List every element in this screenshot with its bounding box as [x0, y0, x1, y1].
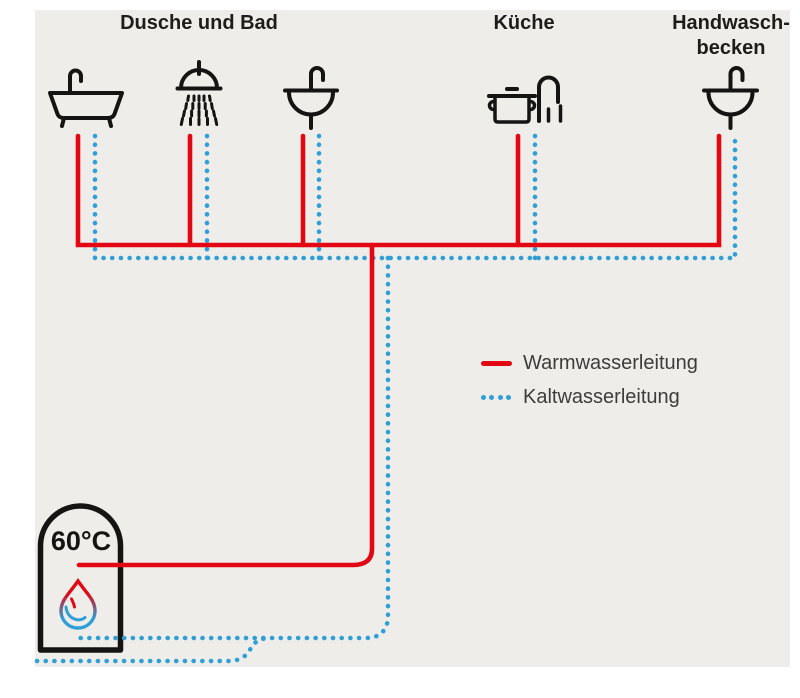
label-dusche-und-bad: Dusche und Bad — [120, 12, 278, 34]
pot-body — [493, 96, 531, 124]
pot-handles — [487, 99, 537, 112]
label-handwaschbecken-line1: Handwasch- — [672, 12, 790, 34]
bathtub-icon — [48, 68, 124, 128]
legend-hot-label: Warmwasserleitung — [523, 351, 698, 374]
shower-spray — [179, 94, 219, 126]
hot-water-pipes — [75, 133, 722, 568]
kitchen-faucet — [537, 75, 560, 123]
hot-line-swatch — [481, 360, 512, 366]
cold-water-pipes — [34, 133, 738, 664]
water-drop-accent-hot — [70, 597, 76, 609]
cold-dot — [497, 394, 503, 400]
cold-dot — [481, 394, 486, 400]
diagram-panel — [35, 10, 790, 667]
washbasin-icon — [283, 66, 339, 130]
bathtub-body — [48, 91, 124, 120]
handbasin-faucet — [728, 66, 745, 91]
cold-supply-line — [34, 635, 275, 664]
cold-dot — [489, 394, 495, 400]
legend-cold-label: Kaltwasserleitung — [523, 385, 680, 408]
boiler-icon — [37, 503, 124, 653]
cold-dot — [506, 394, 512, 400]
handbasin-bowl — [706, 90, 755, 117]
bathtub-legs — [60, 116, 113, 128]
cold-main-drop — [76, 255, 391, 641]
hot-main-drop — [76, 242, 375, 568]
washbasin-bowl — [287, 90, 335, 117]
water-drop-icon — [59, 578, 97, 630]
bathtub-faucet — [68, 68, 83, 94]
label-kueche: Küche — [493, 12, 555, 34]
legend-row-cold: Kaltwasserleitung — [481, 385, 698, 409]
pot-and-faucet-icon — [487, 75, 563, 124]
washbasin-faucet — [309, 66, 325, 91]
legend: Warmwasserleitung Kaltwasserleitung — [481, 351, 698, 419]
kitchen-faucet-drips — [546, 104, 563, 123]
water-drop-accent-cold — [64, 605, 87, 622]
shower-icon — [175, 60, 223, 126]
boiler-outline — [37, 503, 124, 653]
legend-row-hot: Warmwasserleitung — [481, 351, 698, 375]
washbasin-icon — [702, 66, 759, 130]
hot-distribution-line — [75, 133, 722, 248]
label-handwaschbecken: Handwasch- becken — [672, 11, 790, 61]
cold-distribution-line — [92, 133, 738, 261]
cold-line-swatch — [481, 394, 512, 400]
label-handwaschbecken-line2: becken — [696, 37, 766, 59]
water-drop-outline — [59, 578, 97, 630]
shower-head — [175, 68, 223, 91]
boiler-temperature: 60°C — [50, 526, 112, 556]
